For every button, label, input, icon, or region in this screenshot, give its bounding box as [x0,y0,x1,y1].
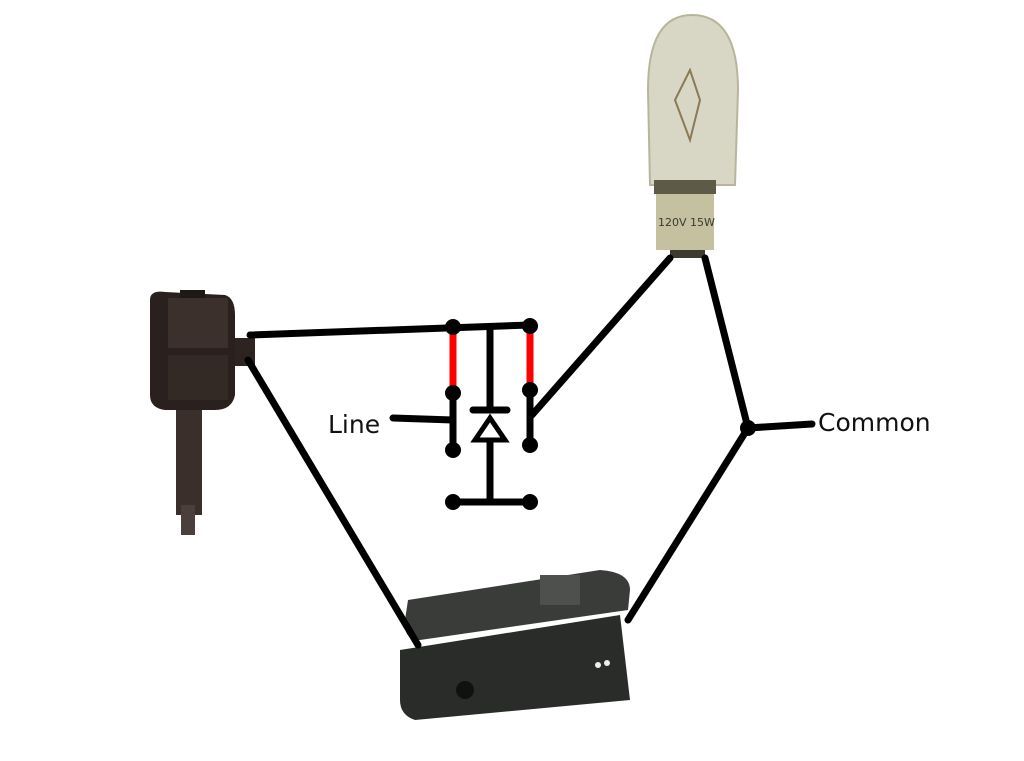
rotary-plug-device [150,290,255,535]
wire-line-lead [389,414,457,424]
wire-bulb-to-common [701,254,752,432]
wire-plug-to-switch [246,321,534,339]
wire-switch-to-bulb [528,254,674,419]
foot-pedal-switch [400,570,630,720]
wire-common-to-pedal [624,424,752,624]
bulb-rating-text: 120V 15W [658,216,715,229]
diode-symbol [470,413,510,443]
jumpers [449,333,534,388]
light-bulb [646,13,740,258]
line-label: Line [328,410,381,439]
common-label: Common [818,408,931,437]
wire-common-lead [744,420,816,432]
terminals [445,318,756,510]
wires [244,254,816,649]
wire-plug-to-pedal [244,356,422,649]
